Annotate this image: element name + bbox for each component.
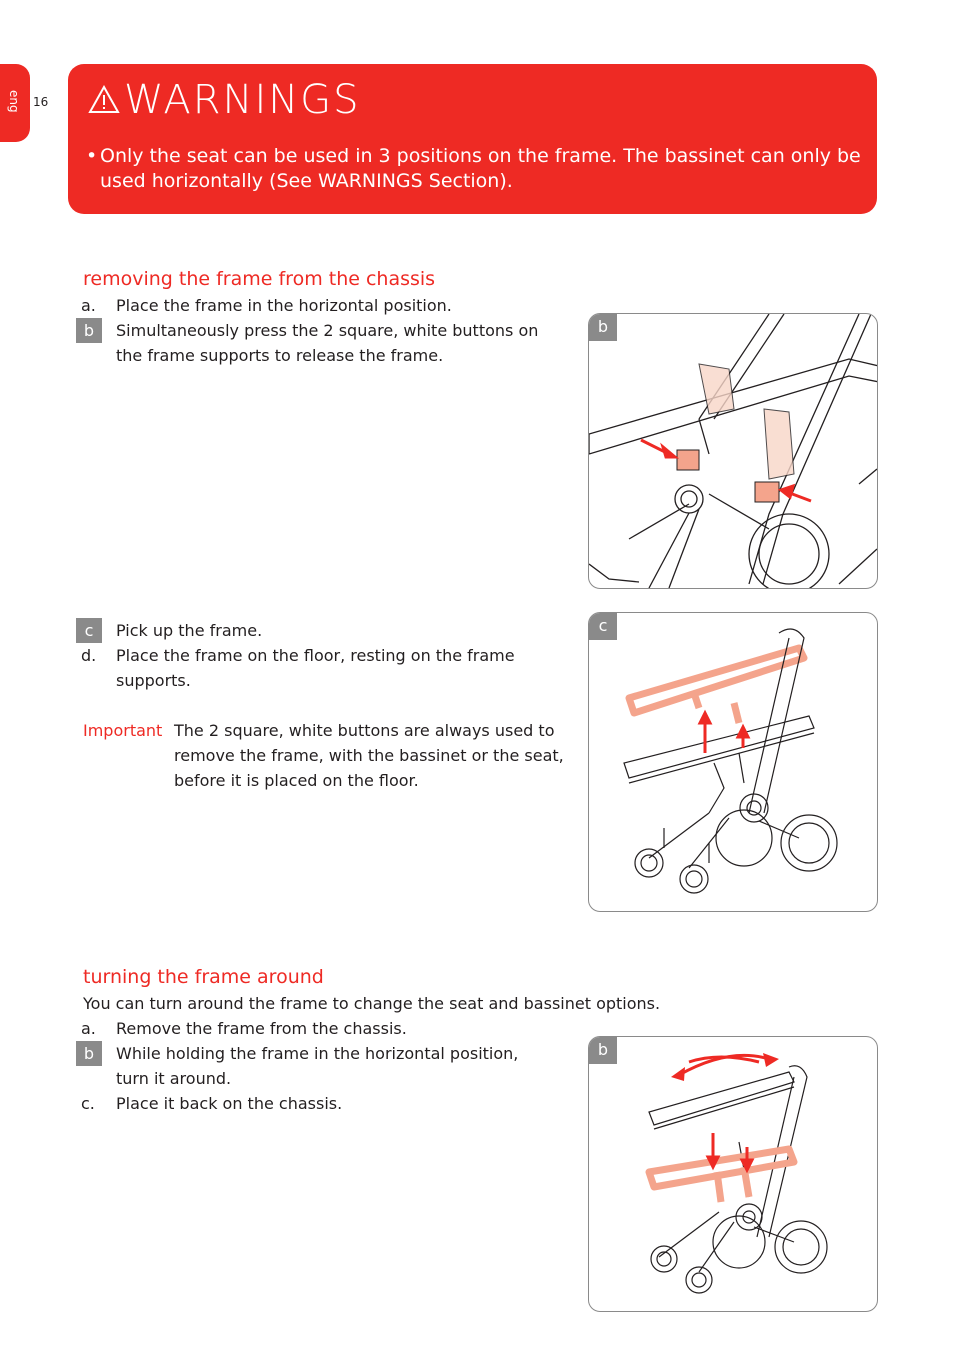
warnings-bullet: • bbox=[86, 145, 98, 167]
figure-label: b bbox=[589, 314, 617, 341]
stroller-turn-frame-illustration bbox=[645, 1053, 828, 1294]
language-label: eng bbox=[7, 90, 21, 113]
figure-turn-frame: b bbox=[588, 1036, 878, 1312]
step-marker: b bbox=[76, 1041, 102, 1066]
step-b: b Simultaneously press the 2 square, whi… bbox=[76, 318, 566, 368]
section2-intro: You can turn around the frame to change … bbox=[83, 994, 661, 1013]
step-text: Simultaneously press the 2 square, white… bbox=[116, 321, 539, 365]
page-number: 16 bbox=[33, 95, 49, 109]
step-text: Place the frame in the horizontal positi… bbox=[116, 296, 452, 315]
step-marker: a. bbox=[81, 1019, 96, 1038]
important-text: The 2 square, white buttons are always u… bbox=[174, 721, 564, 790]
important-label: Important bbox=[83, 721, 163, 740]
warnings-text-block: • Only the seat can be used in 3 positio… bbox=[86, 144, 866, 194]
step-marker: d. bbox=[81, 646, 97, 665]
stroller-lift-frame-illustration bbox=[623, 628, 838, 894]
step-c: c. Place it back on the chassis. bbox=[76, 1091, 566, 1116]
figure-label: c bbox=[589, 613, 617, 640]
step-marker: c bbox=[76, 618, 102, 643]
step-text: Place it back on the chassis. bbox=[116, 1094, 343, 1113]
step-text: Place the frame on the floor, resting on… bbox=[116, 646, 515, 690]
step-c: c Pick up the frame. bbox=[76, 618, 566, 643]
step-marker: b bbox=[76, 318, 102, 343]
step-d: d. Place the frame on the floor, resting… bbox=[76, 643, 566, 693]
stroller-frame-closeup-illustration bbox=[589, 314, 877, 588]
step-text: While holding the frame in the horizonta… bbox=[116, 1044, 519, 1088]
step-marker: c. bbox=[81, 1094, 95, 1113]
step-marker: a. bbox=[81, 296, 96, 315]
warning-triangle-icon bbox=[88, 85, 120, 113]
warnings-banner: WARNINGS • Only the seat can be used in … bbox=[68, 64, 877, 214]
warnings-title-text: WARNINGS bbox=[124, 77, 361, 123]
figure-label: b bbox=[589, 1037, 617, 1064]
figure-press-buttons: b bbox=[588, 313, 878, 589]
step-a: a. Place the frame in the horizontal pos… bbox=[76, 293, 566, 318]
language-tab: eng bbox=[0, 64, 30, 142]
step-a: a. Remove the frame from the chassis. bbox=[76, 1016, 566, 1041]
warnings-text: Only the seat can be used in 3 positions… bbox=[100, 145, 861, 192]
warnings-title: WARNINGS bbox=[88, 77, 361, 123]
step-text: Pick up the frame. bbox=[116, 621, 263, 640]
section-heading-removing-frame: removing the frame from the chassis bbox=[83, 268, 436, 290]
step-text: Remove the frame from the chassis. bbox=[116, 1019, 407, 1038]
section-heading-turning-frame: turning the frame around bbox=[83, 966, 324, 988]
figure-lift-frame: c bbox=[588, 612, 878, 912]
step-b: b While holding the frame in the horizon… bbox=[76, 1041, 536, 1091]
